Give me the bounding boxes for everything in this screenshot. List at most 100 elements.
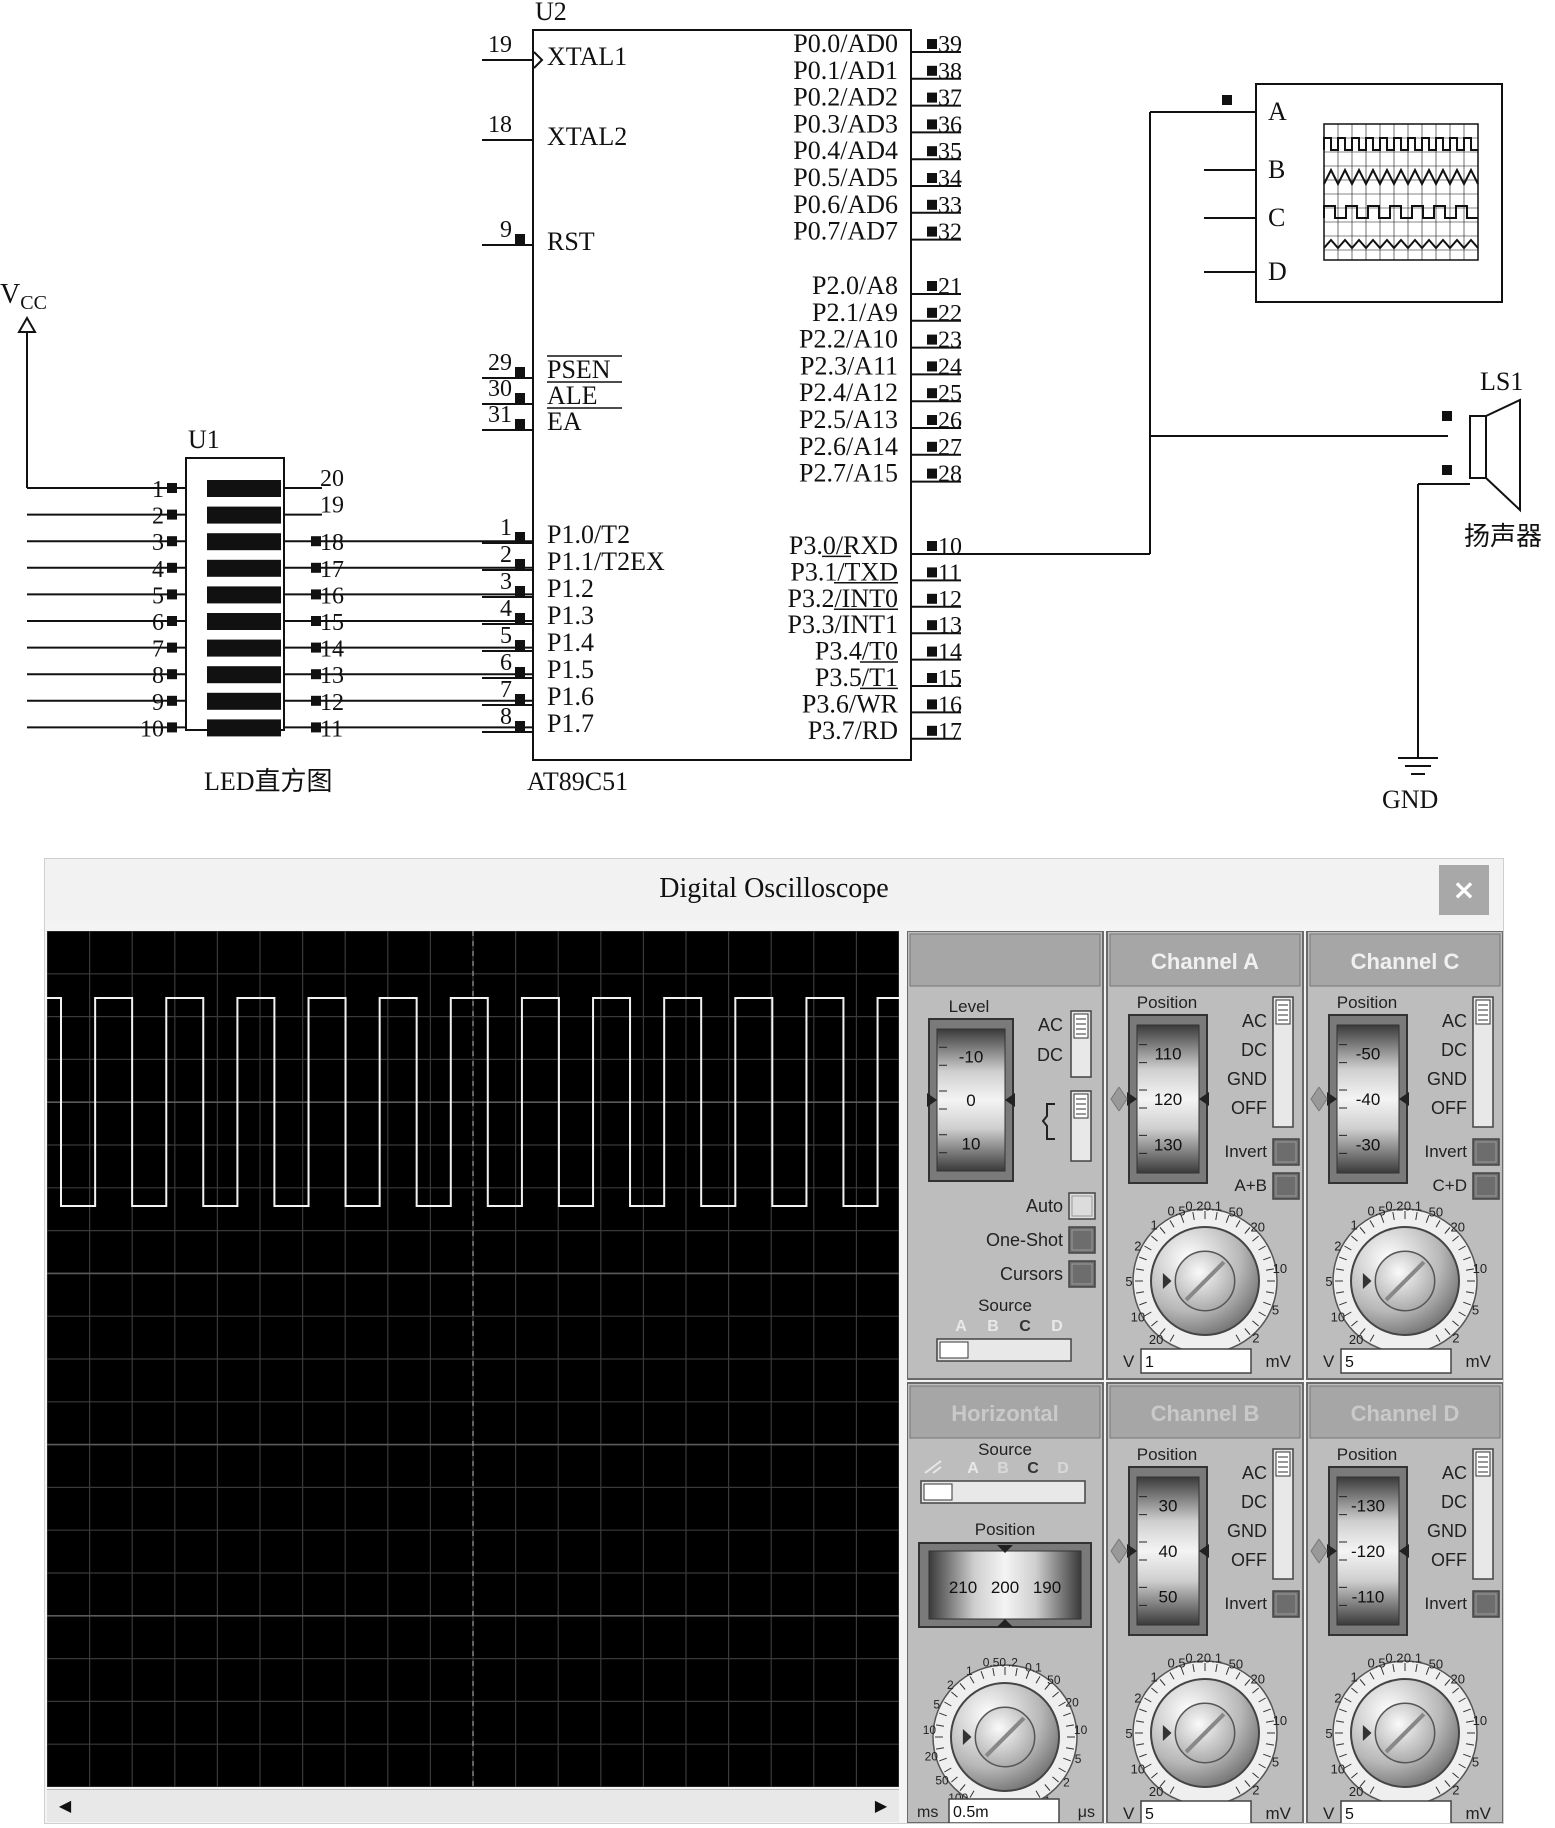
u1-left-pin-num: 7 (152, 637, 164, 663)
channel-unit-v: V (1323, 1804, 1335, 1823)
close-icon[interactable]: × (1439, 865, 1489, 915)
channel-position-wheel-tick: -130 (1351, 1497, 1385, 1516)
channel-position-wheel-drum (1336, 1476, 1400, 1626)
channel-unit-v: V (1323, 1352, 1335, 1371)
channel-button-label: Invert (1424, 1142, 1467, 1161)
channel-volts-knob-tick (1265, 1291, 1275, 1294)
channel-toggle-button-bevel (1275, 1175, 1297, 1197)
volts-dial-label: 2 (1134, 1690, 1141, 1705)
horizontal-position-label: Position (975, 1520, 1035, 1539)
scope-display (46, 930, 900, 1788)
scope-symbol-trace (1323, 238, 1479, 250)
u1-left-pin-marker (167, 536, 177, 547)
channel-coupling-label: GND (1227, 1069, 1267, 1089)
channel-volts-knob-pointer-icon (1162, 1273, 1172, 1289)
channel-coupling-label: DC (1241, 1492, 1267, 1512)
channel-volts-knob-tick (1144, 1697, 1152, 1703)
u2-left-pin-num: 1 (500, 515, 512, 541)
volts-dial-label: 1 (1151, 1218, 1158, 1233)
volts-dial-label: 0.1 (1404, 1198, 1422, 1213)
channel-volts-knob-tick (1180, 1215, 1185, 1223)
channel-volts-knob-tick (1169, 1786, 1175, 1794)
u1-right-pin-marker (311, 642, 321, 653)
u2-right-pin-num: 14 (938, 640, 962, 666)
u1-right-pin-num: 18 (320, 530, 344, 556)
u2-right-pin-marker (927, 281, 937, 291)
u2-left-pin-num: 7 (500, 677, 512, 703)
u2-right-pin-num: 38 (938, 59, 962, 85)
horizontal-time-knob-tick (1058, 1767, 1066, 1773)
u2-right-pin-label: P0.3/AD3 (793, 109, 898, 138)
volts-dial-label: 2 (1334, 1690, 1341, 1705)
volts-dial-label: 50 (1429, 1205, 1443, 1220)
channel-header: Channel A (1151, 949, 1259, 974)
u2-right-pin-label: P2.1/A9 (812, 298, 898, 327)
u2-right-pin-num: 15 (938, 666, 962, 692)
u2-left-pin-num: 31 (488, 402, 512, 428)
horizontal-scrollbar[interactable]: ◀ ▶ (47, 1789, 899, 1822)
led-segment (207, 480, 281, 497)
scroll-right-icon[interactable]: ▶ (874, 1796, 888, 1815)
channel-volts-knob-tick (1380, 1667, 1385, 1675)
u2-right-pin-label: P2.2/A10 (799, 325, 898, 354)
channel-volts-knob-tick (1235, 1220, 1241, 1228)
channel-toggle-button-bevel (1475, 1175, 1497, 1197)
channel-volts-value: 5 (1145, 1806, 1154, 1823)
volts-dial-label: 5 (1272, 1754, 1279, 1769)
channel-volts-knob-tick (1380, 1215, 1385, 1223)
volts-dial-label: 50 (1429, 1657, 1443, 1672)
channel-volts-knob-tick (1435, 1786, 1441, 1794)
channel-volts-knob-tick (1335, 1720, 1345, 1723)
channel-volts-knob-grip-line (1184, 1712, 1226, 1754)
channel-toggle-button-bevel (1475, 1593, 1497, 1615)
volts-dial-label: 5 (1325, 1726, 1332, 1741)
channel-volts-knob-tick (1144, 1311, 1152, 1317)
u2-left-pin-label: XTAL2 (547, 122, 627, 151)
channel-volts-knob-tick (1425, 1667, 1430, 1675)
channel-volts-knob-tick (1244, 1227, 1251, 1234)
trigger-source-option: A (955, 1318, 967, 1335)
channel-coupling-slider (1472, 1448, 1494, 1580)
u2-left-pin-num: 19 (488, 32, 512, 58)
window-titlebar[interactable]: Digital Oscilloscope × (45, 859, 1503, 921)
speaker-cone (1485, 398, 1521, 513)
u2-left-pin-marker (515, 419, 525, 429)
channel-position-wheel-pointer-left (1327, 1092, 1337, 1106)
channel-button-label: C+D (1433, 1176, 1467, 1195)
channel-position-label: Position (1137, 993, 1197, 1012)
horizontal-time-knob-tick (1025, 1671, 1030, 1679)
horizontal-pointer-bottom (997, 1619, 1013, 1627)
u2-right-pin-label: P3.3/INT1 (788, 610, 899, 639)
channel-volts-knob-tick (1335, 1743, 1345, 1746)
horizontal-time-knob-tick (959, 1784, 966, 1791)
u2-right-pin-label: P3.4/T0 (815, 637, 898, 666)
channel-volts-knob-tick (1339, 1256, 1347, 1261)
channel-volts-knob-tick (1351, 1687, 1358, 1694)
u1-left-pin-num: 1 (152, 477, 164, 503)
u2-right-pin-label: P3.1/TXD (790, 557, 898, 586)
scroll-left-icon[interactable]: ◀ (58, 1796, 72, 1815)
channel-position-arrows-icon (1310, 1086, 1328, 1112)
u2-right-pin-label: P2.3/A11 (800, 351, 898, 380)
channel-volts-knob-tick (1465, 1268, 1475, 1271)
trigger-source-label: Source (978, 1296, 1032, 1315)
channel-position-wheel (1127, 1466, 1209, 1636)
u2-left-pin-num: 30 (488, 376, 512, 402)
channel-volts-knob-tick (1265, 1268, 1275, 1271)
channel-volts-value: 5 (1345, 1354, 1354, 1371)
channel-coupling-label: OFF (1431, 1550, 1467, 1570)
channel-toggle-button (1272, 1590, 1300, 1618)
horizontal-time-knob-tick (959, 1683, 966, 1690)
time-dial-label: 2 (1063, 1776, 1070, 1790)
u2-right-pin-num: 13 (938, 613, 962, 639)
vcc-sub: CC (20, 292, 47, 314)
channel-volts-value: 1 (1145, 1354, 1154, 1371)
u1-name: LED直方图 (204, 767, 333, 796)
u2-right-pin-label: P0.2/AD2 (793, 83, 898, 112)
volts-dial-label: 2 (1252, 1330, 1259, 1345)
u2-right-pin-marker (927, 415, 937, 425)
channel-volts-knob-tick (1258, 1763, 1266, 1769)
waveform-channel-a (47, 997, 899, 1207)
u2-left-pin-marker (515, 613, 525, 623)
channel-position-wheel-tick: -30 (1356, 1135, 1381, 1154)
